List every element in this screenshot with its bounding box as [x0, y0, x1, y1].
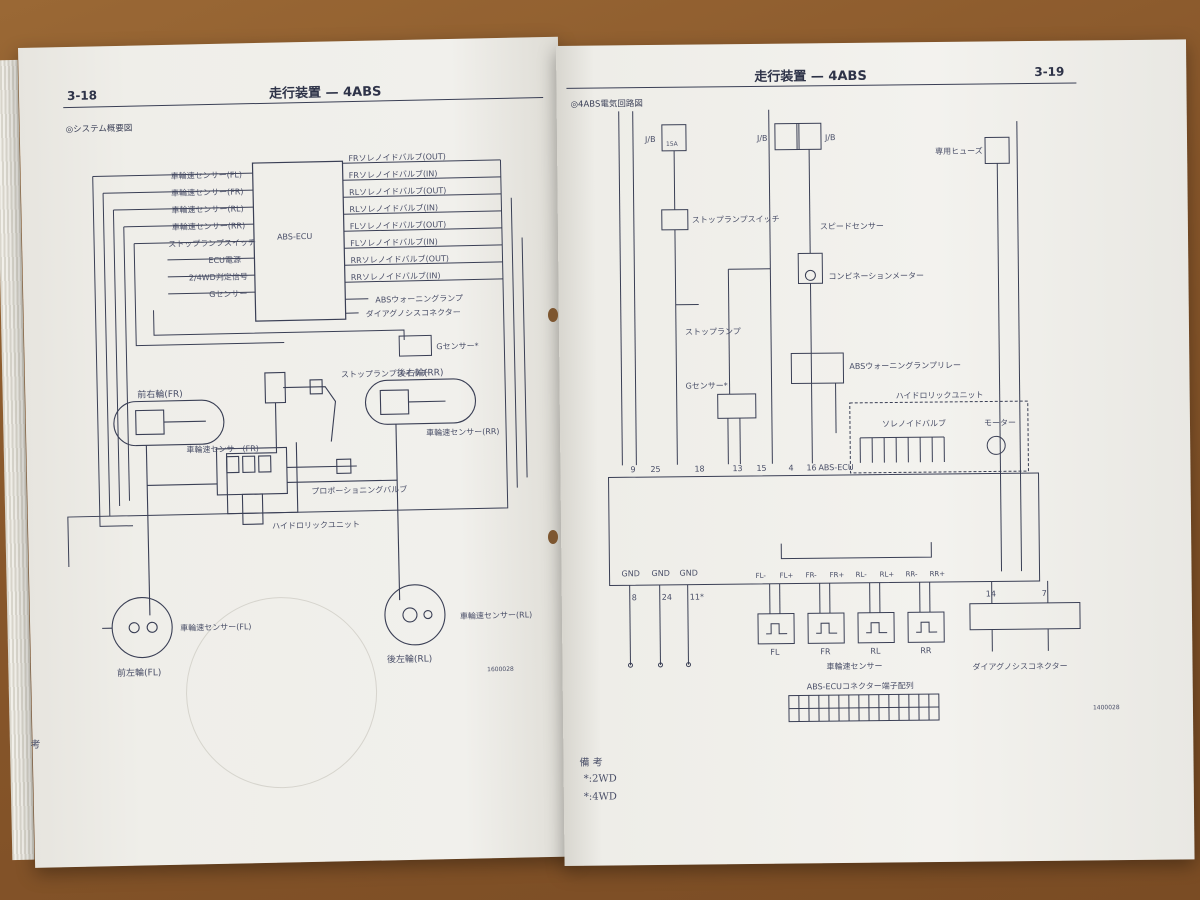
sensor-pin: FL-: [755, 571, 766, 580]
input-label: Gセンサー: [209, 289, 248, 300]
figure-code: 1400028: [1092, 704, 1120, 712]
solenoid-valve-label: ソレノイドバルブ: [881, 418, 947, 429]
diag-pin: 7: [1041, 588, 1047, 598]
connector-caption: ABS-ECUコネクター端子配列: [806, 681, 914, 692]
output-label: RLソレノイドバルブ(IN): [349, 203, 439, 215]
proportioning-valve-label: プロポーショニングバルブ: [311, 484, 408, 496]
output-label: FLソレノイドバルブ(OUT): [349, 220, 447, 232]
speed-sensor-label: スピードセンサー: [819, 221, 884, 232]
wheel-name: FR: [820, 647, 831, 657]
terminal-number: 13: [732, 464, 743, 474]
ground-terminal: 11*: [689, 592, 705, 602]
wheel-sensor-fl-label: 車輪速センサー(FL): [180, 622, 252, 633]
sensor-pin: RL-: [855, 570, 867, 579]
terminal-number: 15: [756, 463, 767, 473]
diag-connector-label: ダイアグノシスコネクター: [972, 661, 1068, 672]
sensor-pin: RR+: [929, 569, 946, 579]
diag-connector-label: ダイアグノシスコネクター: [365, 307, 461, 319]
stop-lamp-label: ストップランプ: [684, 327, 741, 337]
input-label: 車輪速センサー(FL): [170, 170, 243, 181]
output-label: RLソレノイドバルブ(OUT): [349, 186, 447, 198]
footnote-partial: 考: [30, 739, 41, 751]
motor-label: モーター: [983, 418, 1017, 428]
ecu-label: ABS-ECU: [818, 462, 854, 473]
rear-right-label: 後右輪(RR): [396, 368, 444, 380]
sensor-pin: FL+: [779, 571, 794, 580]
g-sensor-label: Gセンサー*: [685, 381, 728, 391]
fuse-label: J/B: [756, 133, 768, 143]
input-label: 2/4WD判定信号: [188, 272, 248, 283]
output-label: FRソレノイドバルブ(OUT): [348, 152, 446, 164]
diag-pin: 14: [985, 589, 996, 599]
wheel-name: RR: [920, 646, 932, 656]
input-label: 車輪速センサー(FR): [170, 187, 244, 198]
sensor-pin: FR+: [829, 571, 845, 580]
ground-terminal: 24: [661, 592, 673, 602]
ground-terminal: 8: [631, 593, 637, 603]
warning-relay-label: ABSウォーニングランプリレー: [849, 360, 962, 371]
wheel-speed-sensor-label: 車輪速センサー: [826, 661, 883, 672]
wheel-name: RL: [870, 646, 881, 656]
front-right-label: 前右輪(FR): [137, 389, 183, 401]
sensor-pin: RL+: [879, 570, 895, 579]
terminal-number: 25: [650, 464, 661, 475]
input-label: 車輪速センサー(RL): [171, 204, 244, 215]
gnd-label: GND: [679, 568, 698, 578]
input-label: ECU電源: [208, 255, 242, 266]
wheel-sensor-rr-label: 車輪速センサー(RR): [426, 427, 500, 438]
circuit-diagram: [608, 109, 1081, 723]
right-page: 走行装置 — 4ABS 3-19 ◎4ABS電気回路図: [556, 39, 1195, 866]
left-page: 3-18 走行装置 — 4ABS ◎システム概要図: [18, 36, 576, 868]
legend-item: *:2WD: [583, 773, 617, 785]
output-label: RRソレノイドバルブ(IN): [350, 271, 441, 283]
dedicated-fuse-label: 専用ヒューズ: [935, 146, 983, 157]
sensor-pin: RR-: [905, 570, 918, 579]
rear-left-label: 後左輪(RL): [386, 654, 433, 666]
terminal-number: 9: [630, 465, 636, 475]
legend-item: *:4WD: [583, 791, 617, 803]
wheel-sensor-fr-label: 車輪速センサー(FR): [186, 444, 259, 455]
warning-lamp-label: ABSウォーニングランプ: [375, 293, 464, 305]
ecu-label: ABS-ECU: [276, 231, 313, 242]
system-diagram: [67, 159, 528, 789]
front-left-label: 前左輪(FL): [117, 668, 162, 680]
legend-title: 備 考: [579, 757, 603, 769]
wheel-sensor-rl-label: 車輪速センサー(RL): [459, 610, 533, 621]
wheel-name: FL: [770, 647, 780, 657]
fuse-label: J/B: [644, 134, 656, 145]
gnd-label: GND: [621, 569, 640, 579]
g-sensor-label: Gセンサー*: [436, 341, 479, 352]
input-label: 車輪速センサー(RR): [171, 221, 246, 232]
binding-hole: [548, 308, 558, 322]
gnd-label: GND: [651, 568, 670, 579]
combination-meter-label: コンビネーションメーター: [828, 271, 925, 282]
stop-lamp-switch-label: ストップランプスイッチ: [691, 214, 780, 225]
sensor-pin: FR-: [805, 571, 817, 580]
hydraulic-unit-label: ハイドロリックユニット: [895, 390, 984, 401]
output-label: RRソレノイドバルブ(OUT): [350, 254, 450, 266]
terminal-number: 4: [788, 463, 794, 473]
fuse-label: J/B: [824, 133, 836, 143]
input-label: ストップランプスイッチ: [168, 238, 256, 249]
output-label: FLソレノイドバルブ(IN): [350, 237, 438, 249]
output-label: FRソレノイドバルブ(IN): [348, 169, 438, 181]
terminal-number: 18: [694, 464, 705, 474]
fuse-rating: 15A: [665, 140, 678, 148]
figure-code: 1600028: [487, 665, 514, 674]
terminal-number: 16: [806, 463, 817, 473]
hydraulic-unit-label: ハイドロリックユニット: [271, 519, 360, 531]
binding-hole: [548, 530, 558, 544]
